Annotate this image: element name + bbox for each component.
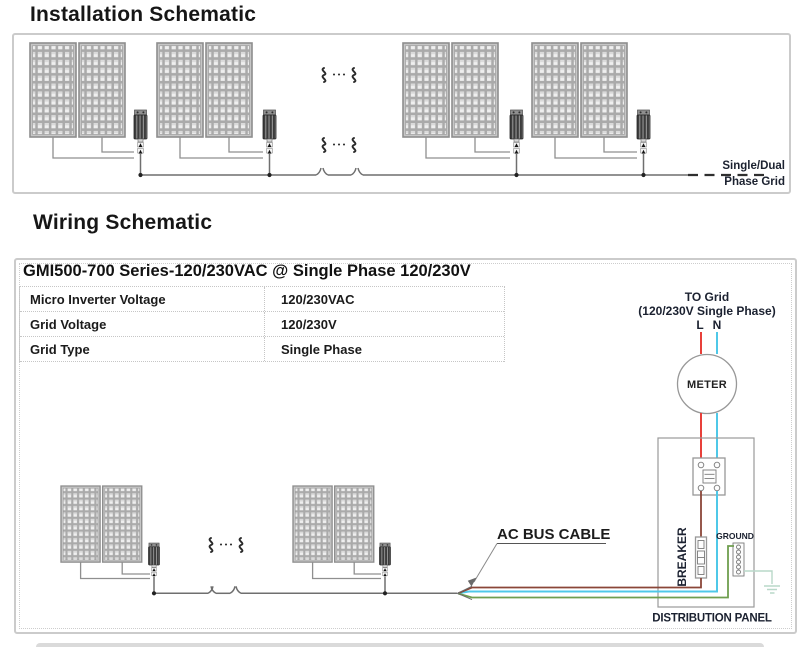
breaker-label: BREAKER	[675, 527, 689, 587]
micro-inverter-icon	[636, 109, 651, 155]
line-label: L	[696, 318, 703, 332]
pv-lead-wires	[52, 137, 637, 159]
leader-line	[473, 543, 498, 583]
solar-panel-array	[30, 43, 627, 137]
distribution-panel-label: DISTRIBUTION PANEL	[652, 613, 772, 625]
ground-wire	[457, 545, 734, 599]
load-wire	[457, 578, 702, 595]
meter-socket	[692, 457, 726, 496]
array-break-symbol	[321, 67, 357, 83]
micro-inverter-icon	[148, 542, 160, 577]
array-break-symbol	[208, 537, 244, 553]
solar-panel-pair	[403, 43, 498, 137]
spec-value: Single Phase	[281, 341, 362, 357]
grid-label-line2: Phase Grid	[724, 176, 785, 188]
micro-inverter-icon	[379, 542, 391, 577]
solar-panel-pair	[293, 486, 374, 562]
spec-table: Micro Inverter Voltage 120/230VAC Grid V…	[19, 286, 505, 362]
to-grid-label: TO Grid	[685, 290, 729, 304]
installation-schematic-box: Single/Dual Phase Grid	[12, 33, 791, 194]
ac-bus-line	[151, 576, 457, 596]
array-break-symbol	[321, 137, 357, 153]
pv-lead-wires	[79, 562, 381, 580]
to-grid-sublabel: (120/230V Single Phase)	[638, 304, 775, 318]
meter-symbol	[676, 353, 738, 415]
earth-wire	[744, 570, 773, 584]
table-row: Grid Type Single Phase	[20, 337, 504, 362]
earth-ground-icon	[764, 585, 780, 594]
installation-schematic-diagram: Single/Dual Phase Grid	[14, 35, 785, 188]
installation-schematic-title: Installation Schematic	[30, 3, 257, 26]
solar-panel-pair	[61, 486, 142, 562]
meter-label: METER	[687, 379, 727, 391]
ac-bus-cable-label: AC BUS CABLE	[497, 526, 610, 543]
solar-panel-pair	[157, 43, 252, 137]
spec-label: Micro Inverter Voltage	[20, 287, 265, 311]
neutral-wire	[457, 491, 718, 595]
breaker-symbol	[694, 536, 708, 579]
ac-bus-line	[138, 154, 688, 178]
wiring-schematic-diagram: TO Grid (120/230V Single Phase) L N METE…	[16, 290, 780, 625]
spec-label: Grid Type	[20, 337, 265, 361]
distribution-panel-box	[657, 437, 755, 608]
solar-panel-pair	[532, 43, 627, 137]
ground-label: GROUND	[716, 531, 754, 541]
solar-panel-pair	[30, 43, 125, 137]
micro-inverter-icon	[262, 109, 277, 155]
grid-label-line1: Single/Dual	[722, 160, 785, 172]
table-row: Grid Voltage 120/230V	[20, 312, 504, 337]
neutral-label: N	[713, 318, 722, 332]
page-edge-strip	[36, 643, 764, 647]
cable-bundle-tip	[456, 585, 473, 601]
spec-label: Grid Voltage	[20, 312, 265, 336]
ground-bus-icon	[732, 542, 745, 577]
series-subtitle: GMI500-700 Series-120/230VAC @ Single Ph…	[23, 262, 471, 280]
leader-arrowhead	[467, 577, 477, 587]
wiring-schematic-box: TO Grid (120/230V Single Phase) L N METE…	[14, 258, 797, 634]
table-row: Micro Inverter Voltage 120/230VAC	[20, 287, 504, 312]
spec-value: 120/230V	[281, 316, 337, 332]
wiring-schematic-title: Wiring Schematic	[33, 211, 213, 234]
micro-inverter-icon	[133, 109, 148, 155]
spec-value: 120/230VAC	[281, 291, 355, 307]
micro-inverter-icon	[509, 109, 524, 155]
